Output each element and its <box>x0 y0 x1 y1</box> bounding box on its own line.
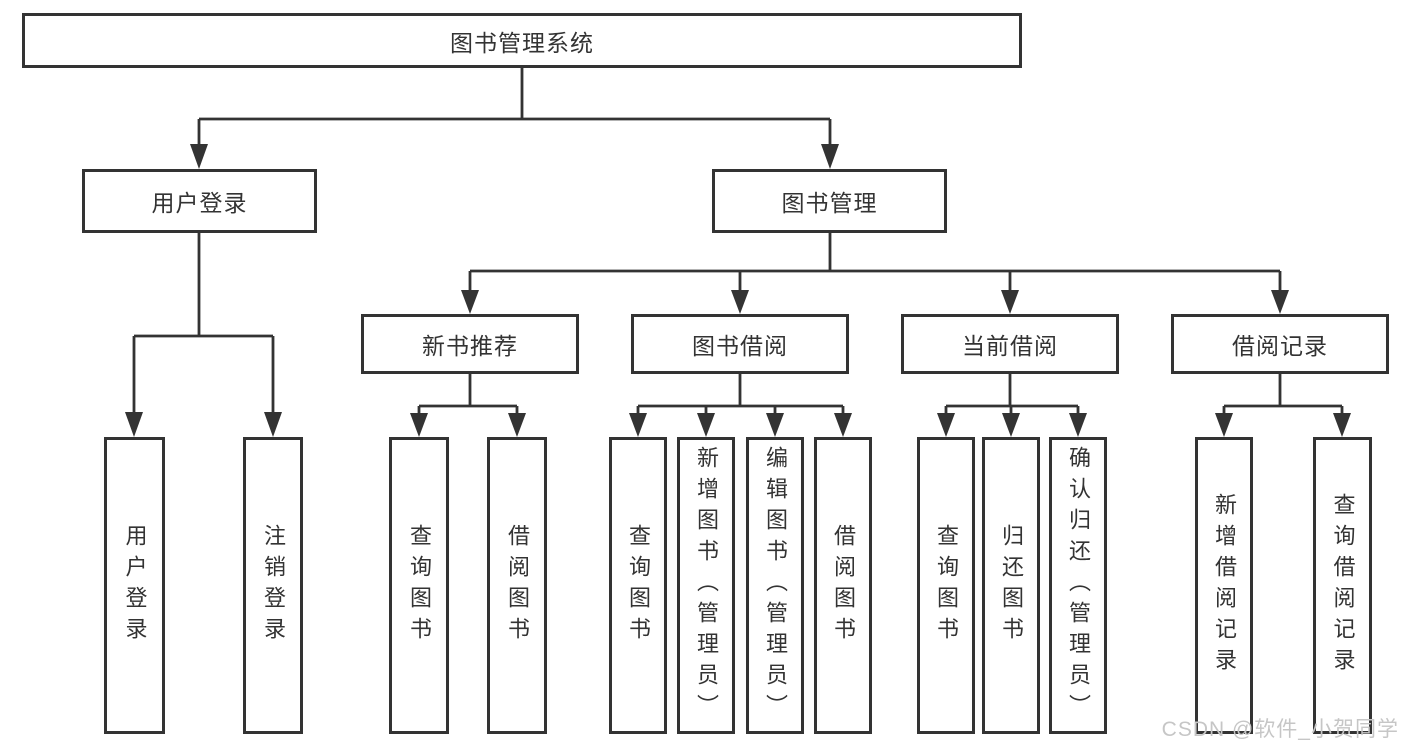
node-book-borrow: 图书借阅 <box>631 314 849 374</box>
leaf-label: 新增图书（管理员） <box>694 446 719 725</box>
leaf-label: 借阅图书 <box>831 523 856 648</box>
node-label: 图书管理 <box>781 190 878 216</box>
arrowheads <box>125 144 1351 437</box>
leaf-query-books-current: 查询图书 <box>917 437 975 734</box>
leaf-label: 注销登录 <box>261 523 286 648</box>
arrowhead <box>1333 413 1351 437</box>
arrowhead <box>1002 413 1020 437</box>
arrowhead <box>766 413 784 437</box>
arrowhead <box>1069 413 1087 437</box>
node-label: 图书管理系统 <box>450 29 594 56</box>
leaf-query-borrow-record: 查询借阅记录 <box>1313 437 1372 734</box>
arrowhead <box>125 412 143 437</box>
node-book-management: 图书管理 <box>712 169 947 233</box>
leaf-confirm-return-admin: 确认归还（管理员） <box>1049 437 1107 734</box>
arrowhead <box>697 413 715 437</box>
arrowhead <box>190 144 208 169</box>
leaf-label: 用户登录 <box>122 523 148 648</box>
leaf-edit-books-admin: 编辑图书（管理员） <box>746 437 804 734</box>
leaf-query-books-recommend: 查询图书 <box>389 437 449 734</box>
node-new-book-recommend: 新书推荐 <box>361 314 579 374</box>
leaf-label: 查询图书 <box>934 523 959 648</box>
leaf-label: 新增借阅记录 <box>1212 492 1237 679</box>
arrowhead <box>1271 290 1289 314</box>
leaf-borrow-books-recommend: 借阅图书 <box>487 437 547 734</box>
node-user-login: 用户登录 <box>82 169 317 233</box>
node-label: 当前借阅 <box>962 333 1058 359</box>
leaf-return-books: 归还图书 <box>982 437 1040 734</box>
leaf-logout: 注销登录 <box>243 437 303 734</box>
leaf-query-books-borrow: 查询图书 <box>609 437 667 734</box>
arrowhead <box>461 290 479 314</box>
leaf-add-books-admin: 新增图书（管理员） <box>677 437 735 734</box>
leaf-label: 查询图书 <box>626 523 651 648</box>
leaf-add-borrow-record: 新增借阅记录 <box>1195 437 1253 734</box>
node-current-borrow: 当前借阅 <box>901 314 1119 374</box>
arrowhead <box>834 413 852 437</box>
leaf-label: 编辑图书（管理员） <box>763 446 788 725</box>
arrowhead <box>629 413 647 437</box>
leaf-label: 查询借阅记录 <box>1330 492 1356 679</box>
node-label: 图书借阅 <box>692 333 788 359</box>
arrowhead <box>508 413 526 437</box>
node-root-library-system: 图书管理系统 <box>22 13 1022 68</box>
arrowhead <box>1215 413 1233 437</box>
leaf-user-login: 用户登录 <box>104 437 165 734</box>
leaf-label: 借阅图书 <box>505 523 530 648</box>
leaf-borrow-books: 借阅图书 <box>814 437 872 734</box>
arrowhead <box>264 412 282 437</box>
arrowhead <box>937 413 955 437</box>
leaf-label: 查询图书 <box>407 523 432 648</box>
node-label: 新书推荐 <box>422 333 518 359</box>
node-borrow-records: 借阅记录 <box>1171 314 1389 374</box>
leaf-label: 确认归还（管理员） <box>1066 446 1091 725</box>
node-label: 用户登录 <box>151 190 248 216</box>
csdn-watermark: CSDN @软件_小贺同学 <box>1161 718 1399 741</box>
arrowhead <box>1001 290 1019 314</box>
arrowhead <box>410 413 428 437</box>
arrowhead <box>731 290 749 314</box>
leaf-label: 归还图书 <box>999 523 1024 648</box>
node-label: 借阅记录 <box>1232 333 1328 359</box>
arrowhead <box>821 144 839 169</box>
